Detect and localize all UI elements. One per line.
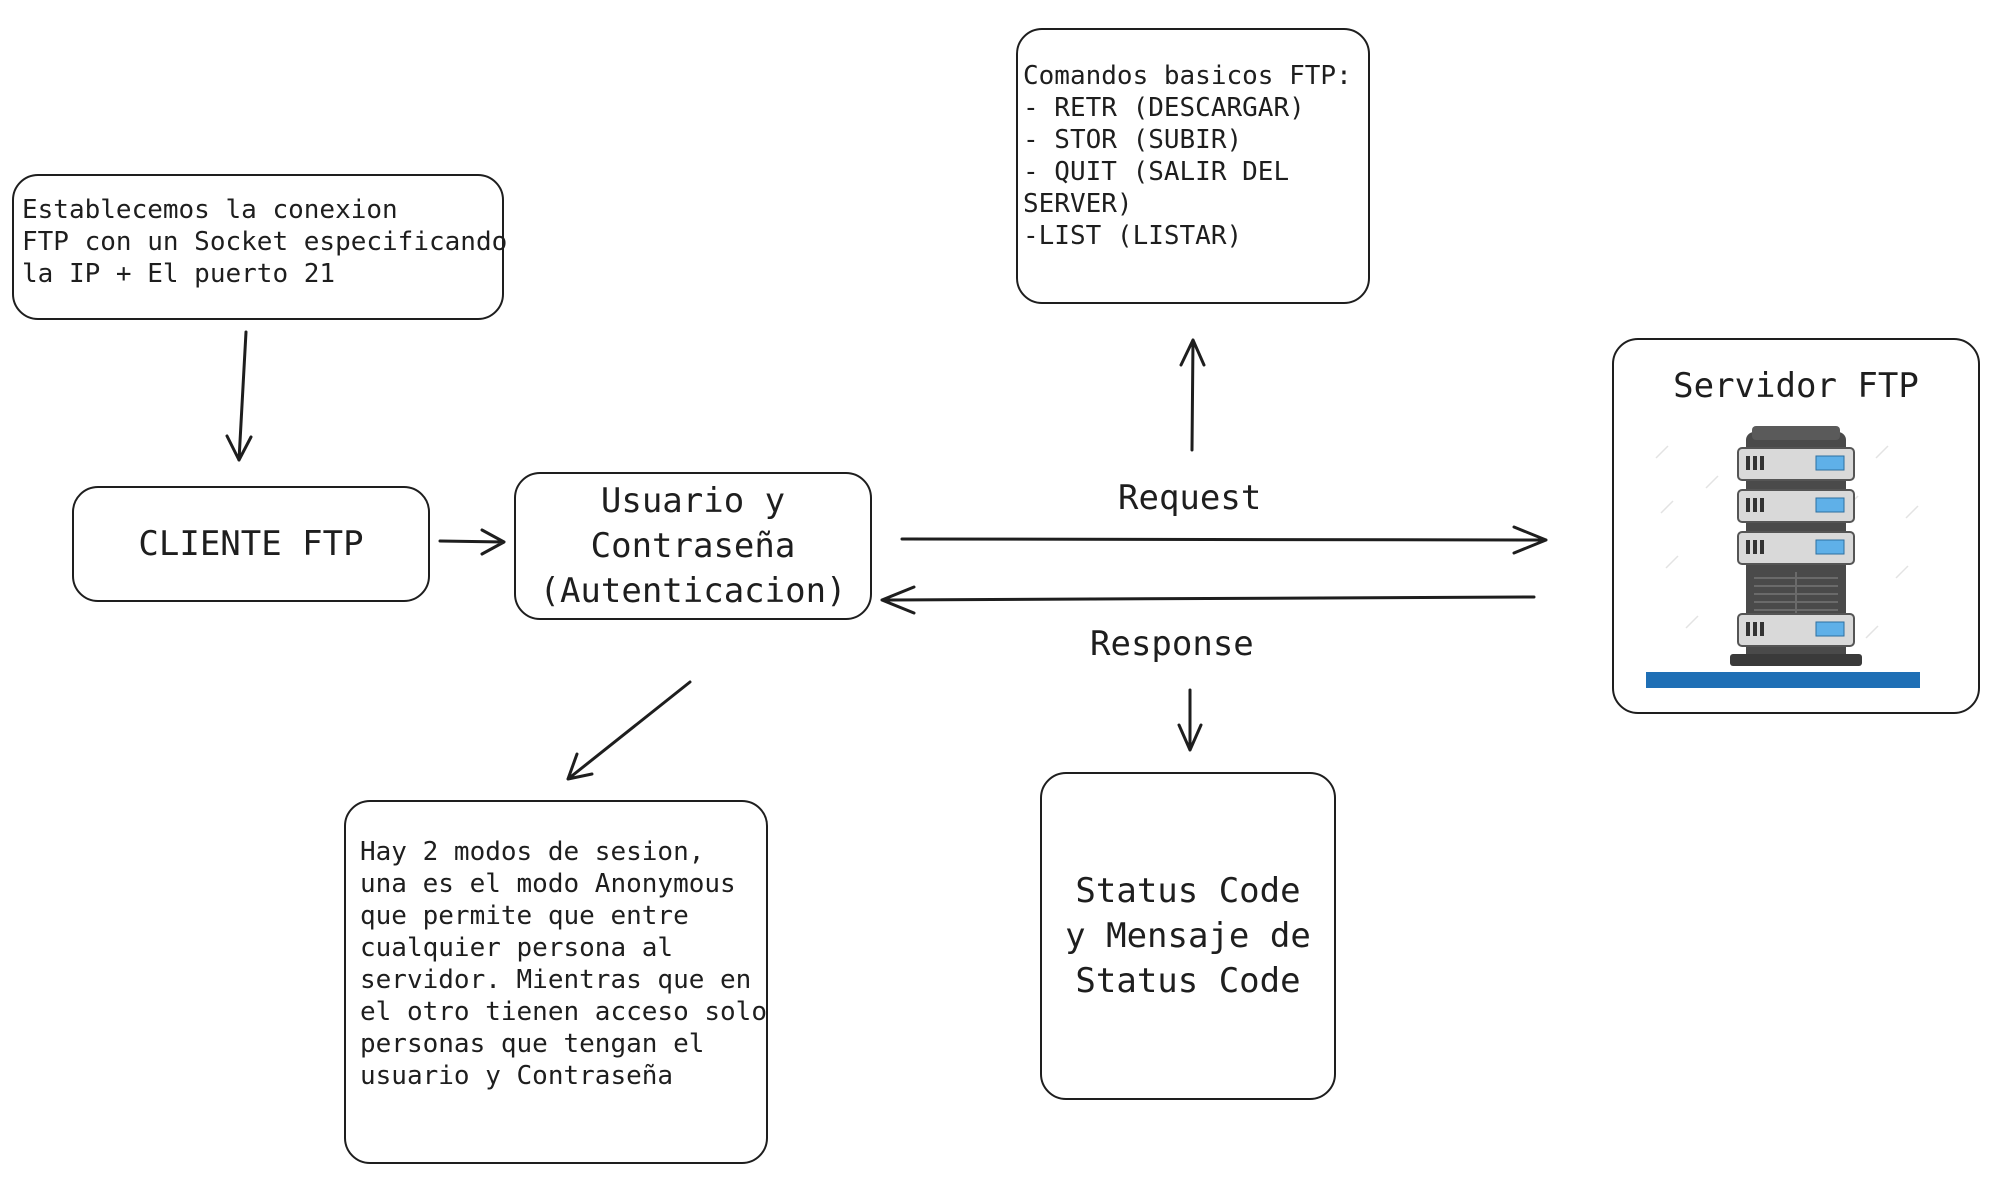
status-code-label: Status Code y Mensaje de Status Code: [1065, 870, 1311, 1001]
connection-note-box: Establecemos la conexion FTP con un Sock…: [12, 174, 508, 320]
arrow-response: [880, 585, 1536, 615]
commands-note-text: Comandos basicos FTP: - RETR (DESCARGAR)…: [1023, 61, 1352, 251]
arrow-auth-to-session: [566, 680, 692, 781]
client-ftp-label: CLIENTE FTP: [138, 524, 364, 564]
arrow-note-to-client: [225, 330, 253, 462]
request-label: Request: [1118, 478, 1262, 518]
arrow-response-to-status: [1177, 688, 1203, 752]
arrow-client-to-auth: [438, 528, 506, 556]
server-box: Servidor FTP: [1612, 338, 1980, 714]
arrow-request-to-commands: [1179, 338, 1206, 452]
arrow-request: [900, 525, 1548, 555]
server-title: Servidor FTP: [1673, 366, 1919, 406]
status-code-box: Status Code y Mensaje de Status Code: [1040, 772, 1336, 1100]
auth-label: Usuario y Contraseña (Autenticacion): [539, 480, 847, 611]
response-label: Response: [1090, 624, 1254, 664]
client-ftp-box: CLIENTE FTP: [72, 486, 430, 602]
server-rack-icon: [1646, 426, 1920, 688]
auth-box: Usuario y Contraseña (Autenticacion): [514, 472, 872, 620]
commands-note-box: Comandos basicos FTP: - RETR (DESCARGAR)…: [1016, 28, 1370, 304]
session-modes-note-text: Hay 2 modos de sesion, una es el modo An…: [360, 837, 767, 1091]
connection-note-text: Establecemos la conexion FTP con un Sock…: [22, 195, 508, 289]
session-modes-note-box: Hay 2 modos de sesion, una es el modo An…: [344, 800, 768, 1164]
